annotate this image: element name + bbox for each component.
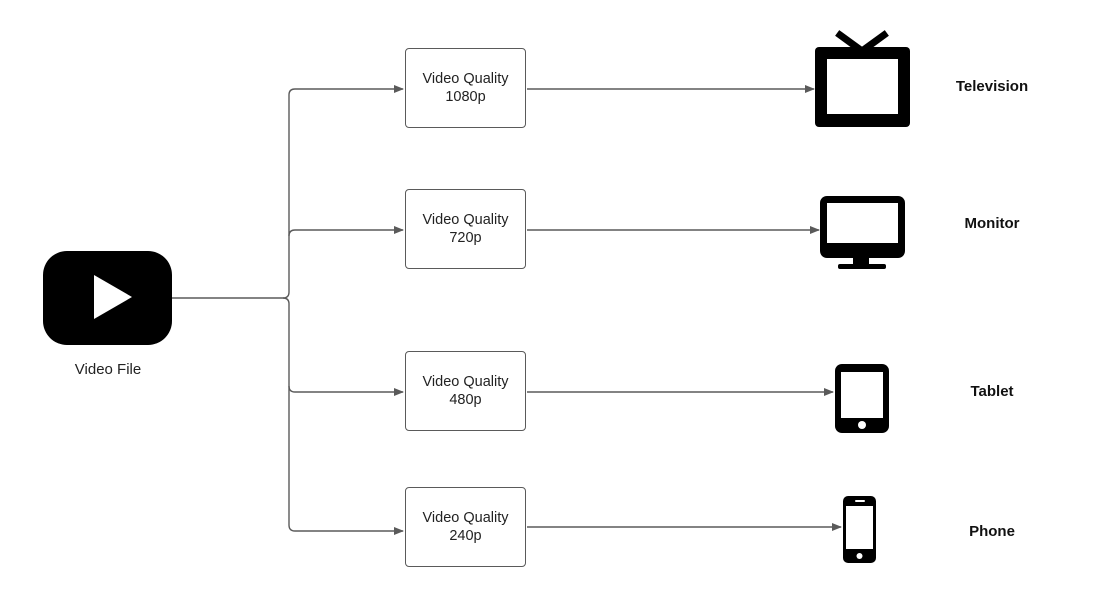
quality-box-720p: Video Quality 720p (405, 189, 526, 269)
quality-box-1080p: Video Quality 1080p (405, 48, 526, 128)
device-label-television: Television (955, 78, 1029, 95)
connector-source-to-240p (288, 386, 404, 535)
quality-box-resolution: 480p (449, 392, 482, 408)
quality-box-480p: Video Quality 480p (405, 351, 526, 431)
quality-box-title: Video Quality (422, 71, 509, 87)
play-button-icon (43, 251, 172, 345)
device-label-monitor: Monitor (964, 215, 1020, 232)
quality-box-resolution: 1080p (445, 89, 486, 105)
phone-icon (843, 496, 876, 563)
connector-source-to-480p (282, 297, 404, 396)
device-label-tablet: Tablet (970, 383, 1014, 400)
quality-box-resolution: 240p (449, 528, 482, 544)
device-connectors (527, 85, 842, 531)
device-label-phone: Phone (969, 523, 1015, 540)
quality-box-title: Video Quality (422, 374, 509, 390)
tablet-icon (835, 364, 889, 433)
quality-box-resolution: 720p (449, 230, 482, 246)
source-connectors (172, 85, 404, 535)
source-label: Video File (74, 361, 142, 378)
quality-box-title: Video Quality (422, 510, 509, 526)
quality-box-title: Video Quality (422, 212, 509, 228)
monitor-icon (820, 196, 905, 269)
connector-source-to-1080p (282, 85, 404, 299)
connector-source-to-720p (288, 226, 404, 237)
quality-box-240p: Video Quality 240p (405, 487, 526, 567)
television-icon (815, 30, 910, 127)
